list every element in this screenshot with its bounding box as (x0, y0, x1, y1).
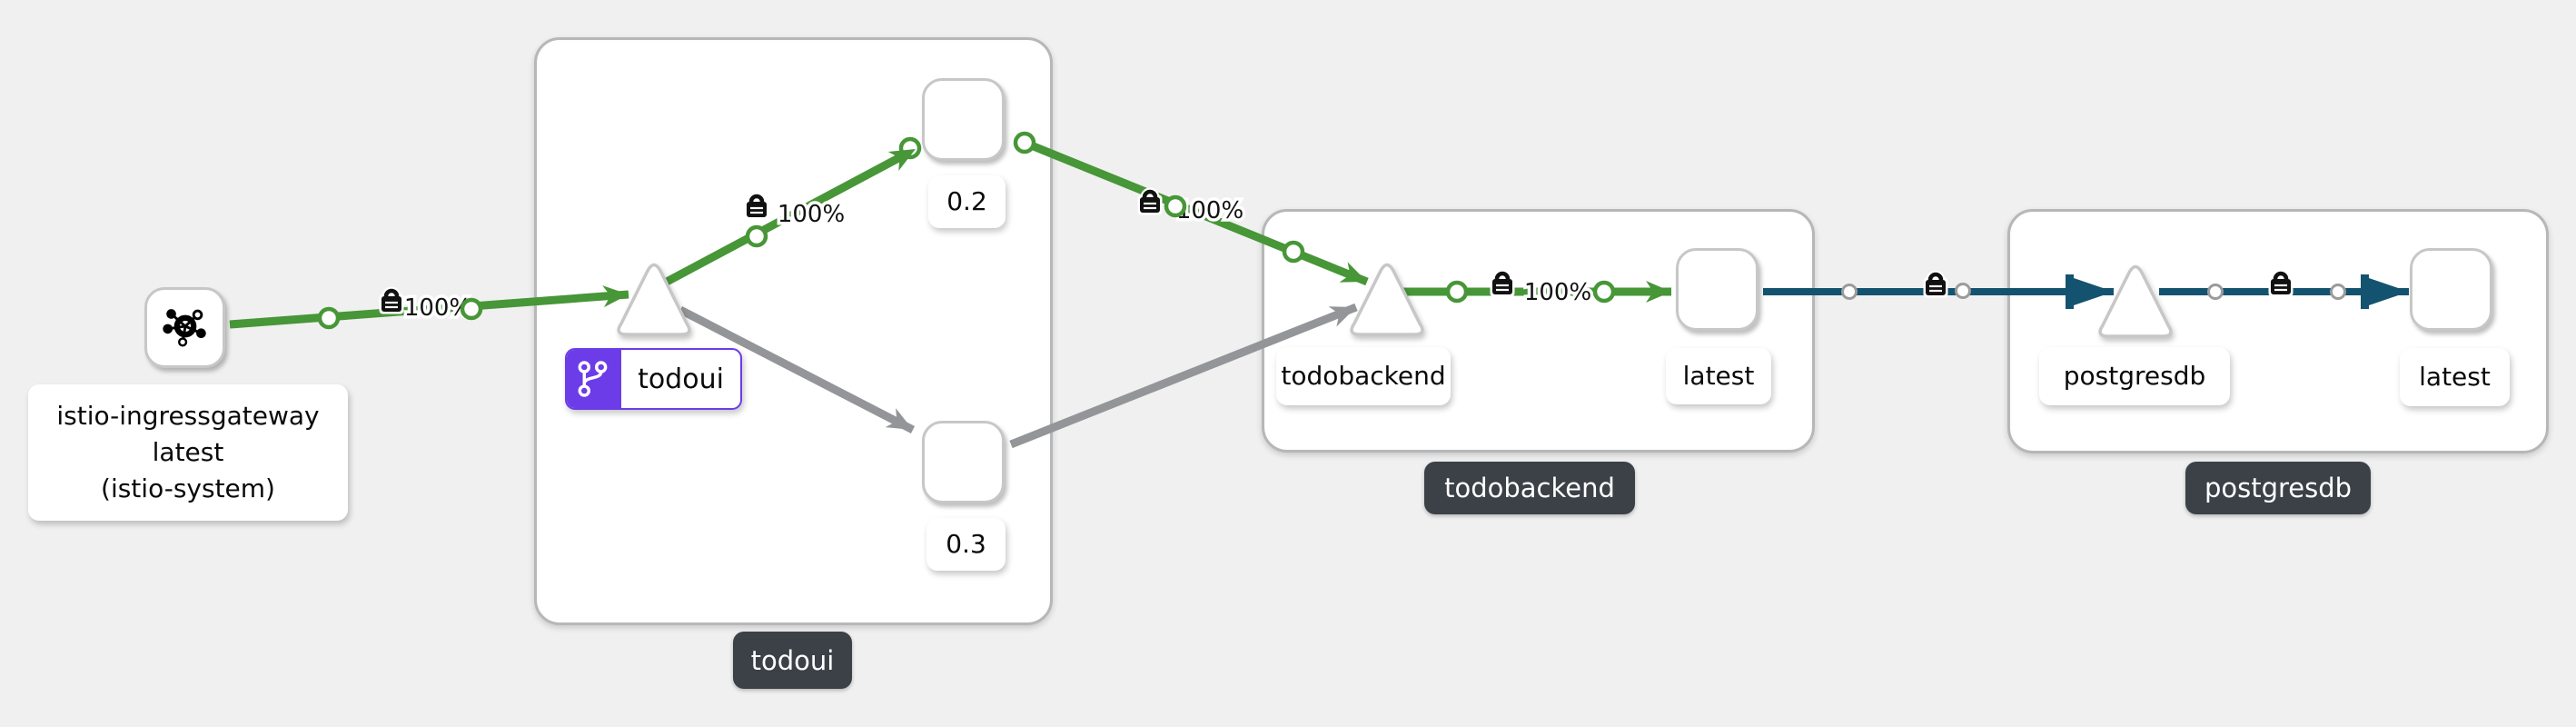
node-label-todoui-service[interactable]: todoui (565, 348, 742, 410)
edge-waypoint-circle (1282, 240, 1305, 264)
node-square-todoui-v03[interactable] (922, 421, 1005, 503)
badge-text: todobackend (1444, 473, 1615, 503)
edge-waypoint-circle (1955, 283, 1971, 299)
group-badge-postgresdb[interactable]: postgresdb (2185, 462, 2371, 514)
edge-waypoint-circle (1592, 280, 1616, 304)
label-text: todobackend (1281, 361, 1446, 391)
node-triangle-todobackend-service[interactable] (1350, 263, 1424, 336)
edge-waypoint-circle (2330, 284, 2346, 300)
node-label-todobackend-latest[interactable]: latest (1666, 348, 1771, 404)
node-label-postgresdb-service[interactable]: postgresdb (2039, 347, 2230, 405)
node-square-todobackend-latest[interactable] (1676, 248, 1759, 331)
label-text: postgresdb (2063, 361, 2206, 391)
edge-waypoint-circle (317, 306, 341, 330)
node-label-ingressgateway[interactable]: istio-ingressgateway latest (istio-syste… (28, 384, 348, 521)
node-square-ingressgateway[interactable] (144, 287, 225, 368)
edge-waypoint-circle (1013, 131, 1036, 154)
edge-todoui-to-v02[interactable] (664, 145, 918, 285)
gateway-mesh-icon (159, 300, 212, 356)
edge-waypoint-circle (1445, 280, 1469, 304)
node-label-todobackend-service[interactable]: todobackend (1276, 347, 1451, 405)
edge-v03-to-todobackend[interactable] (1009, 303, 1358, 449)
edge-waypoint-circle (1841, 284, 1858, 300)
node-triangle-todoui-service[interactable] (617, 263, 691, 336)
traffic-rate-label: 100% (1524, 279, 1591, 306)
label-text: latest (1682, 361, 1755, 391)
edge-waypoint-circle (460, 297, 483, 321)
node-square-postgresdb-latest[interactable] (2410, 248, 2492, 331)
label-line: latest (152, 437, 224, 467)
edge-waypoint-circle (1164, 194, 1187, 218)
tcp-arrowhead-icon (2361, 274, 2409, 309)
mtls-lock-icon (745, 196, 769, 220)
badge-text: todoui (750, 644, 835, 676)
node-triangle-postgresdb-service[interactable] (2098, 264, 2173, 338)
label-text: todoui (638, 363, 724, 395)
tcp-arrowhead-icon (2066, 274, 2114, 309)
label-text: 0.3 (946, 529, 986, 559)
traffic-rate-label: 100% (778, 201, 845, 228)
node-label-postgresdb-latest[interactable]: latest (2400, 348, 2510, 406)
mtls-lock-icon (1924, 274, 1948, 298)
mtls-lock-icon (1138, 192, 1163, 215)
group-badge-todobackend[interactable]: todobackend (1424, 462, 1635, 514)
label-line: (istio-system) (101, 473, 275, 503)
mtls-lock-icon (1491, 274, 1515, 297)
group-badge-todoui[interactable]: todoui (733, 632, 852, 689)
edge-todoui-to-v03[interactable] (678, 306, 916, 433)
edge-waypoint-circle (745, 224, 768, 248)
mtls-lock-icon (2269, 274, 2294, 297)
arrowhead-icon (885, 408, 918, 440)
label-text: 0.2 (946, 186, 987, 216)
edge-waypoint-circle (2207, 284, 2224, 300)
edge-v02-to-todobackend[interactable] (1023, 138, 1369, 286)
edge-ingress-to-todoui[interactable] (229, 290, 629, 329)
mtls-lock-icon (380, 291, 404, 314)
label-line: istio-ingressgateway (56, 401, 320, 431)
label-text: latest (2419, 362, 2491, 392)
arrowhead-icon (1339, 262, 1372, 293)
node-square-todoui-v02[interactable] (922, 78, 1005, 161)
badge-text: postgresdb (2204, 473, 2353, 503)
node-label-todoui-v03[interactable]: 0.3 (926, 518, 1006, 571)
node-label-todoui-v02[interactable]: 0.2 (928, 175, 1006, 228)
virtual-service-branch-icon (567, 350, 621, 408)
traffic-rate-label: 100% (1176, 197, 1243, 224)
